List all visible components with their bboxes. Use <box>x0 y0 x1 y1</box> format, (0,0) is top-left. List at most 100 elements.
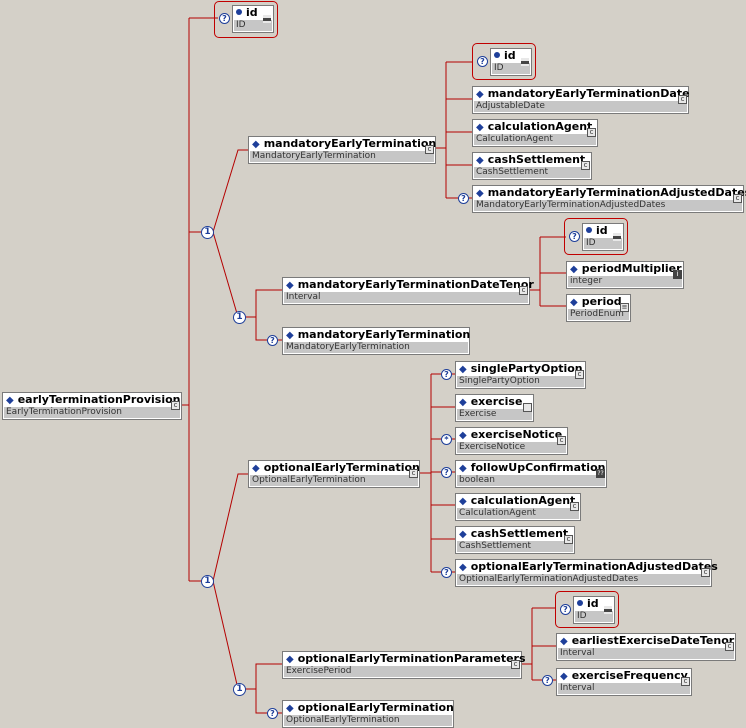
expand-toggle-icon[interactable]: c <box>725 642 734 651</box>
element-name: exerciseNotice <box>470 428 563 441</box>
element-type: MandatoryEarlyTermination <box>250 151 434 162</box>
element-name: optionalEarlyTerminationAdjustedDates <box>470 560 718 573</box>
element-diamond-icon: ◆ <box>570 264 578 275</box>
element-type: PeriodEnum <box>568 309 629 320</box>
element-node[interactable]: ◆earliestExerciseDateTenor Interval c <box>556 633 736 661</box>
attribute-type-icon <box>613 233 621 241</box>
element-name: calculationAgent <box>470 494 576 507</box>
element-type: MandatoryEarlyTermination <box>284 342 468 353</box>
optional-indicator-icon: ? <box>441 369 452 380</box>
element-type: OptionalEarlyTermination <box>284 715 452 726</box>
element-diamond-icon: ◆ <box>459 496 467 507</box>
sequence-compositor-icon[interactable]: 1 <box>233 311 246 324</box>
expand-toggle-icon[interactable]: c <box>701 568 710 577</box>
expand-toggle-icon[interactable]: c <box>575 370 584 379</box>
expand-toggle-icon[interactable]: c <box>587 128 596 137</box>
optional-indicator-icon: ? <box>267 708 278 719</box>
element-name: mandatoryEarlyTerminationDateTenor <box>297 278 534 291</box>
attribute-name: id <box>246 6 258 19</box>
element-name: cashSettlement <box>470 527 569 540</box>
expand-toggle-icon[interactable]: c <box>570 502 579 511</box>
element-node[interactable]: ◆cashSettlement CashSettlement c <box>455 526 575 554</box>
element-node[interactable]: ◆optionalEarlyTermination OptionalEarlyT… <box>248 460 420 488</box>
element-diamond-icon: ◆ <box>459 364 467 375</box>
element-name: singlePartyOption <box>470 362 583 375</box>
element-diamond-icon: ◆ <box>476 122 484 133</box>
element-node[interactable]: ◆mandatoryEarlyTerminationDateTenor Inte… <box>282 277 534 305</box>
expand-toggle-icon[interactable]: c <box>581 161 590 170</box>
attribute-type-icon <box>263 15 271 23</box>
expand-toggle-icon[interactable]: c <box>511 660 520 669</box>
attribute-node[interactable]: id ID <box>490 48 532 76</box>
element-node[interactable]: ◆period PeriodEnum ≡ <box>566 294 631 322</box>
element-node[interactable]: ◆mandatoryEarlyTerminationDate Adjustabl… <box>472 86 690 114</box>
element-node[interactable]: ◆mandatoryEarlyTermination MandatoryEarl… <box>248 136 436 164</box>
expand-toggle-icon[interactable]: c <box>678 95 687 104</box>
expand-toggle-icon[interactable]: c <box>557 436 566 445</box>
element-node[interactable]: ◆exerciseNotice ExerciseNotice c <box>455 427 568 455</box>
attribute-node[interactable]: id ID <box>582 223 624 251</box>
sequence-compositor-icon[interactable]: 1 <box>233 683 246 696</box>
expand-toggle-icon[interactable]: c <box>681 677 690 686</box>
expand-toggle-icon[interactable]: c <box>171 401 180 410</box>
element-diamond-icon: ◆ <box>252 463 260 474</box>
element-node[interactable]: ◆optionalEarlyTerminationAdjustedDates O… <box>455 559 718 587</box>
element-node[interactable]: ◆periodMultiplier integer i <box>566 261 684 289</box>
optional-indicator-icon: ? <box>441 567 452 578</box>
element-type: Exercise <box>457 409 532 420</box>
optional-indicator-icon: ? <box>542 675 553 686</box>
attribute-group-box <box>555 591 619 628</box>
attribute-name: id <box>587 597 599 610</box>
expand-toggle-icon[interactable]: c <box>564 535 573 544</box>
element-name: exerciseFrequency <box>571 669 688 682</box>
element-type: OptionalEarlyTermination <box>250 475 418 486</box>
element-name: optionalEarlyTermination <box>297 701 454 714</box>
element-node[interactable]: ◆mandatoryEarlyTermination MandatoryEarl… <box>282 327 470 355</box>
element-type: SinglePartyOption <box>457 376 584 387</box>
expand-toggle-icon[interactable]: c <box>733 194 742 203</box>
element-node[interactable]: ◆mandatoryEarlyTerminationAdjustedDates … <box>472 185 746 213</box>
element-type: AdjustableDate <box>474 101 687 112</box>
element-diamond-icon: ◆ <box>459 397 467 408</box>
root-element-node[interactable]: ◆earlyTerminationProvision EarlyTerminat… <box>2 392 182 420</box>
element-node[interactable]: ◆cashSettlement CashSettlement c <box>472 152 592 180</box>
element-node[interactable]: ◆singlePartyOption SinglePartyOption c <box>455 361 586 389</box>
element-diamond-icon: ◆ <box>286 280 294 291</box>
expand-toggle-icon[interactable]: c <box>425 145 434 154</box>
enum-type-icon: ≡ <box>620 303 629 312</box>
element-name: earlyTerminationProvision <box>17 393 181 406</box>
sequence-compositor-icon[interactable]: 1 <box>201 575 214 588</box>
element-diamond-icon: ◆ <box>570 297 578 308</box>
attribute-group-box <box>214 1 278 38</box>
element-diamond-icon: ◆ <box>459 529 467 540</box>
element-type: CashSettlement <box>474 167 590 178</box>
element-node[interactable]: ◆optionalEarlyTerminationParameters Exer… <box>282 651 526 679</box>
attribute-node[interactable]: id ID <box>232 5 274 33</box>
element-diamond-icon: ◆ <box>459 562 467 573</box>
optional-indicator-icon: ? <box>441 467 452 478</box>
element-type: ExerciseNotice <box>457 442 566 453</box>
attribute-node[interactable]: id ID <box>573 596 615 624</box>
element-diamond-icon: ◆ <box>476 188 484 199</box>
element-type: Interval <box>558 648 734 659</box>
sequence-compositor-icon[interactable]: 1 <box>201 226 214 239</box>
element-diamond-icon: ◆ <box>286 703 294 714</box>
element-diamond-icon: ◆ <box>459 463 467 474</box>
element-diamond-icon: ◆ <box>286 654 294 665</box>
element-node[interactable]: ◆calculationAgent CalculationAgent c <box>472 119 598 147</box>
element-node[interactable]: ◆optionalEarlyTermination OptionalEarlyT… <box>282 700 454 728</box>
expand-toggle-icon[interactable]: c <box>409 469 418 478</box>
repeat-indicator-icon: * <box>441 434 452 445</box>
element-node[interactable]: ◆exerciseFrequency Interval c <box>556 668 692 696</box>
expand-toggle-icon[interactable]: c <box>519 286 528 295</box>
boolean-type-icon: ?? <box>596 469 605 478</box>
attribute-dot-icon <box>577 600 583 606</box>
element-name: cashSettlement <box>487 153 586 166</box>
element-name: mandatoryEarlyTermination <box>297 328 471 341</box>
element-type: ExercisePeriod <box>284 666 520 677</box>
element-node[interactable]: ◆calculationAgent CalculationAgent c <box>455 493 581 521</box>
attribute-name: id <box>504 49 516 62</box>
element-node[interactable]: ◆exercise Exercise <box>455 394 534 422</box>
element-name: optionalEarlyTermination <box>263 461 420 474</box>
element-node[interactable]: ◆followUpConfirmation boolean ?? <box>455 460 607 488</box>
